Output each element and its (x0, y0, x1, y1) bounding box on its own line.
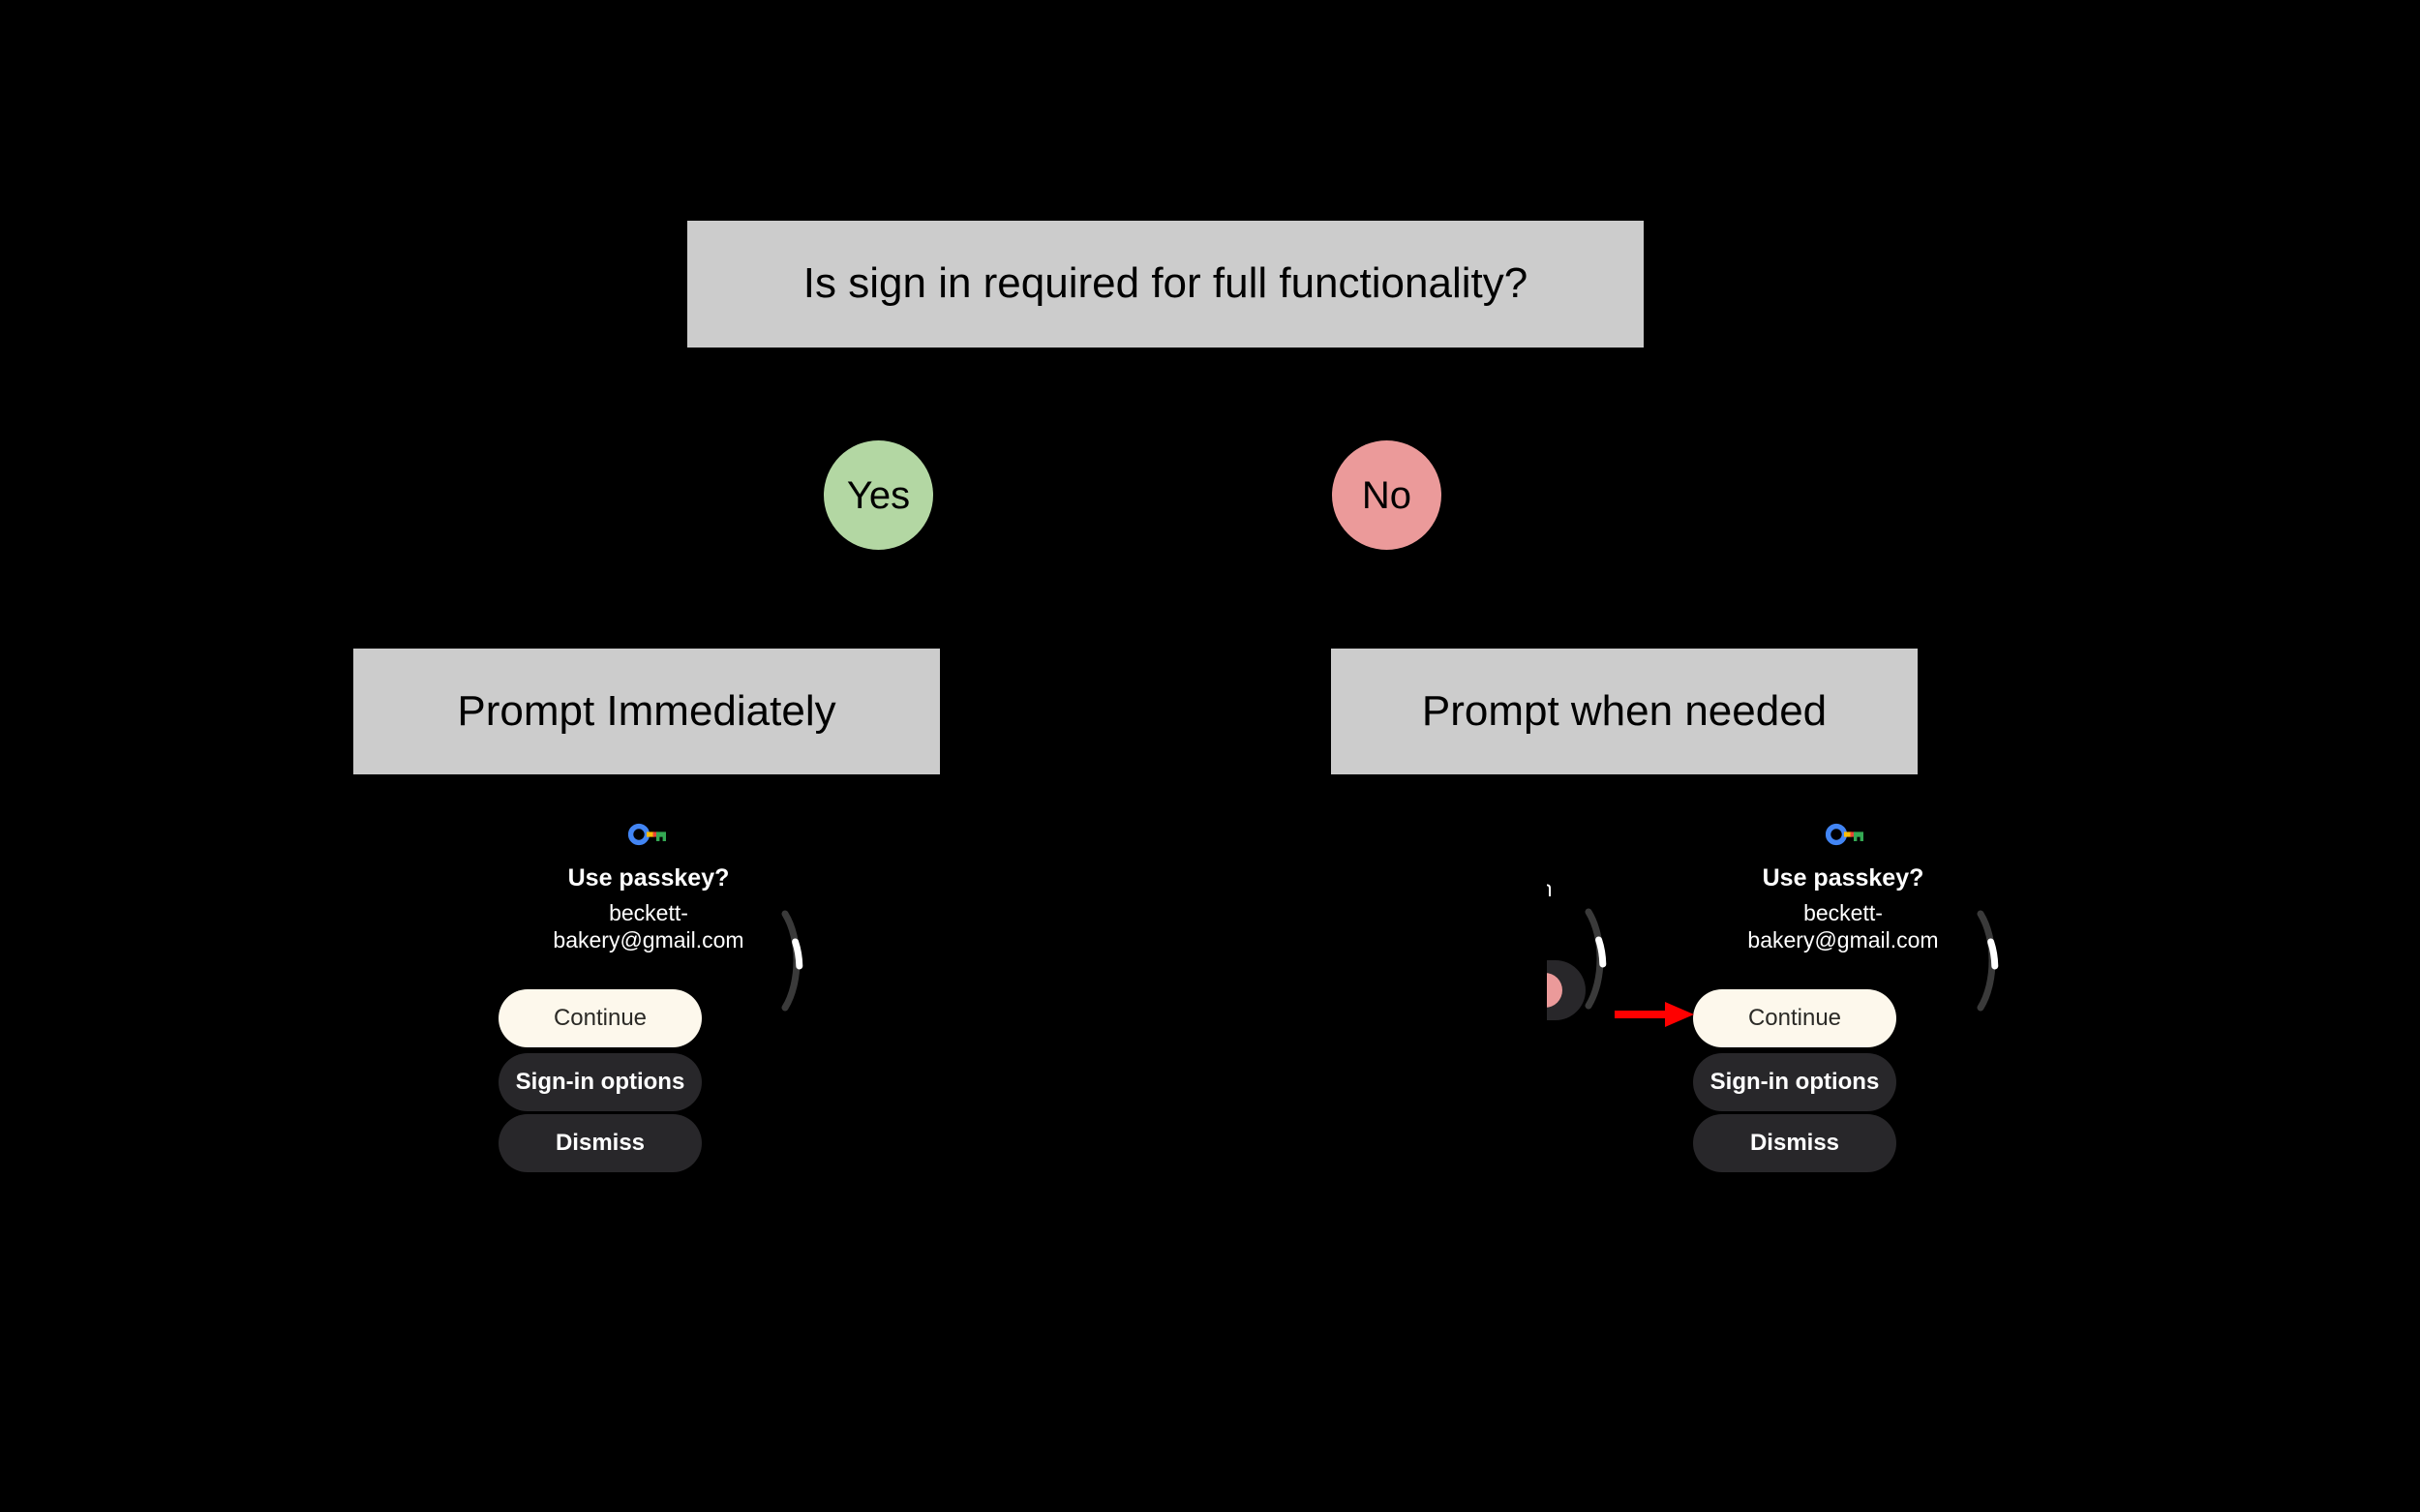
branch-no-circle: No (1332, 440, 1441, 550)
watch-left-title: Use passkey? (567, 864, 730, 892)
watch-screen-right: Use passkey? beckett-bakery@gmail.com Co… (1693, 803, 2031, 1316)
branch-no-label: No (1361, 473, 1412, 517)
rotary-scroll-indicator[interactable] (1975, 910, 2006, 1016)
google-passkey-icon (627, 823, 669, 846)
watch-right-dismiss-button[interactable]: Dismiss (1693, 1114, 1896, 1172)
outcome-prompt-immediately-text: Prompt Immediately (457, 686, 836, 735)
outcome-prompt-when-needed-box: Prompt when needed (1331, 649, 1918, 774)
branch-yes-label: Yes (846, 473, 911, 517)
outcome-prompt-immediately-box: Prompt Immediately (353, 649, 940, 774)
outcome-prompt-when-needed-text: Prompt when needed (1421, 686, 1828, 735)
watch-screen-right-wrapper (1218, 803, 1547, 1316)
watch-right-account: beckett-bakery@gmail.com (1747, 900, 1939, 953)
watch-left-account: beckett-bakery@gmail.com (553, 900, 744, 953)
connector-yes-to-prompt-immediately (646, 550, 879, 649)
watch-screen-left: Use passkey? beckett-bakery@gmail.com Co… (484, 803, 813, 1316)
watch-right-signin-options-button[interactable]: Sign-in options (1693, 1053, 1896, 1111)
rotary-scroll-indicator[interactable] (1583, 908, 1614, 1014)
watch-left-continue-button[interactable]: Continue (499, 989, 702, 1047)
connector-no-to-prompt-when-needed (1385, 550, 1625, 649)
watch-right-title: Use passkey? (1762, 864, 1924, 892)
branch-yes-circle: Yes (824, 440, 933, 550)
watch-right-continue-button[interactable]: Continue (1693, 989, 1896, 1047)
decision-question-text: Is sign in required for full functionali… (802, 259, 1528, 308)
connector-question-to-no (1165, 348, 1387, 440)
watch-left-dismiss-button[interactable]: Dismiss (499, 1114, 702, 1172)
decision-question-box: Is sign in required for full functionali… (687, 221, 1644, 348)
red-pointer-arrow (1615, 1000, 1696, 1029)
watch-left-signin-options-button[interactable]: Sign-in options (499, 1053, 702, 1111)
google-passkey-icon (1825, 823, 1866, 846)
connector-question-to-yes (877, 348, 1166, 440)
rotary-scroll-indicator[interactable] (779, 910, 810, 1016)
